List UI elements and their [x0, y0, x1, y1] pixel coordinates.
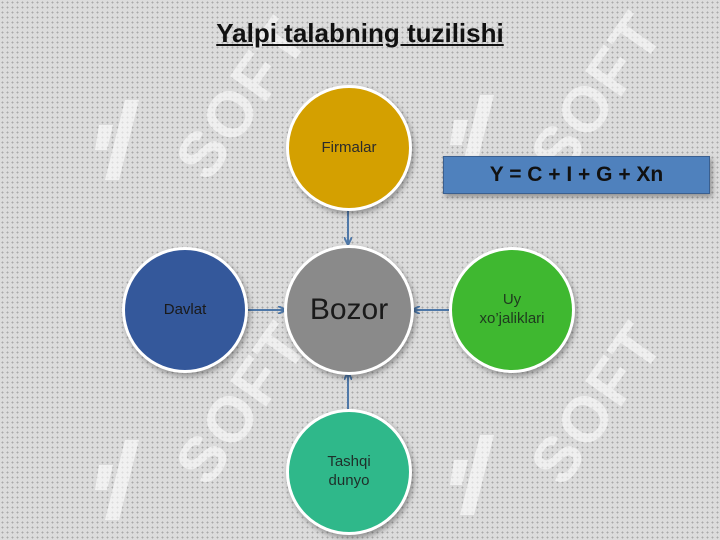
node-tashqi-dunyo: Tashqi dunyo: [286, 409, 412, 535]
node-davlat-label: Davlat: [163, 300, 207, 318]
formula-box: Y = C + I + G + Xn: [443, 156, 710, 194]
node-tashqi-dunyo-label: Tashqi dunyo: [327, 453, 371, 489]
node-firmalar-label: Firmalar: [321, 138, 377, 156]
node-firmalar: Firmalar: [286, 85, 412, 211]
node-uy-xojaliklari-label: Uy xo’jaliklari: [479, 291, 545, 327]
node-uy-xojaliklari: Uy xo’jaliklari: [449, 247, 575, 373]
page-title: Yalpi talabning tuzilishi: [216, 18, 504, 48]
node-davlat: Davlat: [122, 247, 248, 373]
node-bozor: Bozor: [284, 245, 414, 375]
node-bozor-label: Bozor: [309, 293, 389, 327]
